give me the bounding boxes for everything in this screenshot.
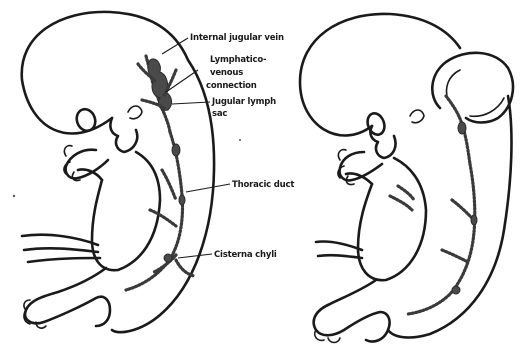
- left-speck-1: [13, 195, 15, 197]
- lymphaticovenous-connection-label-line1: Lymphatico-: [210, 55, 267, 65]
- left-lymph-node-3: [164, 254, 172, 262]
- right-embryo-belly-outline: [358, 158, 426, 280]
- right-embryo-eye: [365, 111, 388, 137]
- right-lymph-branches: [442, 200, 472, 262]
- lymphaticovenous-connection-label-line2: venous: [210, 68, 243, 78]
- left-cisterna-chyli: [154, 255, 194, 276]
- left-embryo-leg: [25, 268, 110, 326]
- left-embryo: [13, 12, 241, 332]
- jugular-lymph-sac-label-line1: Jugular lymph: [211, 97, 276, 107]
- right-enlarged-jugular-sac: [432, 53, 513, 123]
- right-thoracic-duct: [408, 164, 475, 314]
- jugular-lymph-sac-leader: [172, 102, 210, 104]
- right-lymph-patch: [390, 186, 414, 210]
- jugular-lymph-sac-label-line2: sac: [212, 109, 227, 119]
- right-embryo-ear: [410, 110, 424, 123]
- left-speck-2: [239, 139, 241, 141]
- right-lymph-node-3: [452, 286, 460, 294]
- left-lymph-branches: [150, 170, 176, 226]
- right-embryo-tail: [316, 241, 362, 258]
- left-embryo-tail: [22, 235, 100, 262]
- thoracic-duct-label: Thoracic duct: [232, 180, 294, 190]
- left-lymph-node-1: [172, 144, 180, 156]
- left-lymph-node-2: [179, 195, 185, 205]
- internal-jugular-vein-label: Internal jugular vein: [190, 33, 284, 43]
- left-embryo-face-outline: [110, 118, 137, 152]
- cisterna-chyli-label: Cisterna chyli: [214, 250, 277, 260]
- lymphaticovenous-connection-label-line3: connection: [206, 81, 257, 91]
- left-embryo-ear: [128, 106, 142, 119]
- right-lymph-node-1: [458, 122, 466, 134]
- cisterna-chyli-leader: [178, 254, 212, 258]
- right-embryo-back-outline: [388, 96, 511, 337]
- right-embryo-leg: [314, 280, 390, 342]
- right-embryo: [300, 14, 513, 343]
- thoracic-duct-leader: [186, 184, 230, 192]
- left-embryo-head-back-outline: [22, 12, 214, 332]
- right-lymph-node-2: [471, 215, 477, 225]
